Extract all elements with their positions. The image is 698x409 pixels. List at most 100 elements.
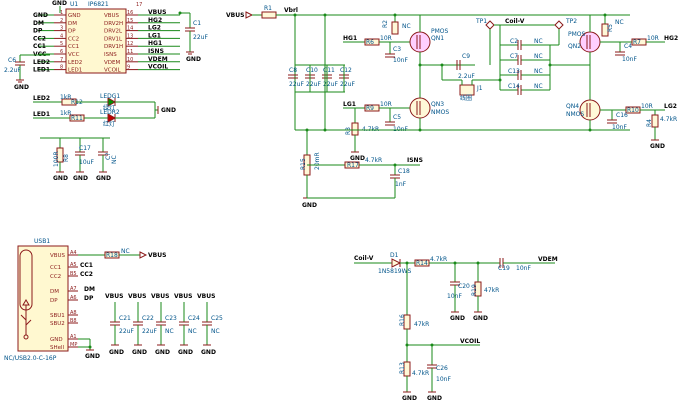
vcc-gnd-1: GND [53,175,68,182]
decoup-val: 22uF [119,328,134,335]
c14-ref: C14 [508,83,520,90]
decoup-gnd: GND [201,349,216,356]
decoup-net: VBUS [105,293,123,300]
vcoil-net: VCOIL [460,338,480,345]
decoup-val: NC [211,328,220,335]
r3-ref: R3 [345,127,352,135]
top-gnd-label: GND [52,0,67,7]
hg2-net: HG2 [664,35,678,42]
c20-ref: C20 [458,283,470,290]
c9-val: 2.2uF [458,73,475,80]
r5-ref: R5 [607,24,614,32]
qn4-val: NMOS [566,111,584,118]
c2-ref: C2 [510,38,518,45]
r14-val: 4.7kR [430,256,447,263]
detector-block: Coil-V D1 1N5819WS R14 4.7kR C19 10nF VD… [354,252,558,402]
usb-pin-num: A5 [70,262,77,268]
c2-val: NC [534,38,543,45]
r6-ref: R6 [366,39,374,46]
hg1-net: HG1 [343,35,357,42]
led-block: LED2 LED1 1kR R12 1kR R11 LEDG1 绿灯 LEDR2… [33,93,176,128]
qn4-ref: QN4 [566,103,579,110]
usb-dp-net: DP [84,295,94,302]
c16-ref: C16 [616,112,628,119]
r7-val: 10R [647,35,659,42]
r11-val: 1kR [60,110,71,117]
r19-gnd: GND [473,315,488,322]
usb-pin-name: SHell [50,345,65,351]
qn1-ref: QN1 [431,35,444,42]
decoup-gnd: GND [178,349,193,356]
ic-pin-name: DRV2H [104,21,123,27]
coil-v-net: Coil-V [505,18,525,25]
cnc-val: NC [111,155,118,164]
c26-gnd: GND [427,395,442,402]
ic-pin-num: 2 [60,18,63,24]
ic-pin-name: LED2 [68,60,82,66]
ic-left-net: LED2 [33,59,50,66]
ic-right-net: ISNS [148,48,164,55]
bulk-caps: C8 C10 C11 C12 22uF 22uF 22uF 22uF [288,65,355,92]
led-gnd: GND [161,107,176,114]
ic-right-net: VDEM [148,56,168,63]
decoup-val: 22uF [142,328,157,335]
ic-right-net: LG1 [148,32,161,39]
decoup-gnd: GND [132,349,147,356]
c7-ref: C7 [510,53,518,60]
ic-right-net: VBUS [148,9,166,16]
cap-c6: C6 2.2uF GND [4,54,50,91]
ic-body [65,8,127,74]
c8-ref: C8 [289,67,297,74]
ic-left-net: DP [33,28,43,35]
vdem-net: VDEM [538,256,558,263]
c3-val: 10nF [393,57,408,64]
usb-pin-num: A4 [70,250,77,256]
r12-val: 1kR [60,94,71,101]
ic-part: IP6821 [88,1,109,8]
r14-ref: R14 [416,260,428,267]
vcc-gnd-3: GND [96,175,111,182]
ic-pin-name: VCOIL [104,68,122,74]
c3-ref: C3 [393,46,401,53]
h-bridge: VBUS R1 Vbrl C8 C10 C11 C12 22uF 22uF 22… [226,5,678,209]
d1-val: 1N5819WS [378,268,412,275]
r17-val: 4.7kR [365,157,382,164]
j1-ref: J1 [476,85,483,92]
tp1-ref: TP1 [475,18,487,25]
decoup-gnd: GND [155,349,170,356]
ic-right-net: HG1 [148,40,162,47]
r7-ref: R7 [633,39,641,46]
usb-pin-name: DM [50,289,59,295]
ic-ref: U1 [70,1,78,8]
r11-ref: R11 [71,115,83,122]
vbus-in: VBUS [226,12,244,19]
ic-pin-name: VBUS [104,13,120,19]
c18-val: 1nF [395,181,407,188]
usb-symbol-icon [20,299,32,340]
diode-icon [391,258,402,268]
r3-gnd: GND [350,155,365,162]
r18-ref: R18 [106,252,118,259]
usb-pin-name: CC2 [50,274,61,280]
cap-c1: C1 22uF GND [178,11,208,63]
c6-val: 2.2uF [4,67,21,74]
r8-val: 100R [53,151,60,167]
usb-cc2-net: CC2 [80,271,93,278]
c1-val: 22uF [193,34,208,41]
r4-gnd: GND [650,143,665,150]
c13-ref: C13 [508,68,520,75]
ic-pin-name: DRV2L [104,29,123,35]
ic-pin-num: 1 [60,10,63,16]
r10-ref: R10 [627,107,639,114]
c6-ref: C6 [8,57,16,64]
qn2-val: PMOS [568,31,586,38]
ic-right-net: VCOIL [148,64,168,71]
ic-pin-num: 9 [127,65,130,71]
r15-gnd: GND [302,202,317,209]
c17-val: 10uF [79,159,94,166]
isns-net: ISNS [407,157,423,164]
usb-dm-net: DM [84,286,95,293]
ic-pin-name: ISNS [104,52,117,58]
r13-val: 4.7kR [412,370,429,377]
r2-nc: NC [402,23,411,30]
